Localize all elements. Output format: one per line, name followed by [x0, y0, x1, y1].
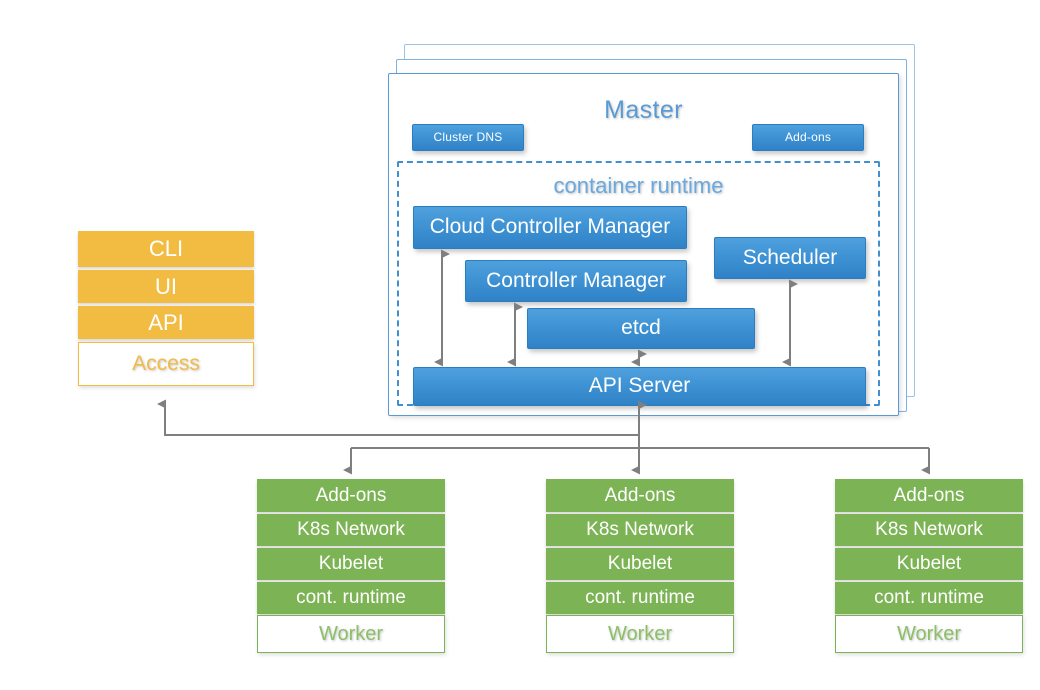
worker-2-bar-kubelet[interactable]: Kubelet	[546, 548, 734, 580]
worker-1-footer: Worker	[257, 615, 445, 653]
api-server-box[interactable]: API Server	[413, 367, 866, 406]
access-stack: CLI UI API Access	[78, 231, 254, 397]
master-add-ons-box[interactable]: Add-ons	[752, 124, 864, 151]
worker-node-1: Add-ons K8s Network Kubelet cont. runtim…	[257, 479, 445, 654]
worker-3-bar-kubelet-label: Kubelet	[896, 553, 962, 574]
cluster-dns-box[interactable]: Cluster DNS	[412, 124, 524, 151]
container-runtime-title: container runtime	[553, 173, 724, 198]
access-footer: Access	[78, 342, 254, 386]
controller-manager-box[interactable]: Controller Manager	[465, 260, 687, 302]
master-title: Master	[604, 96, 683, 124]
cluster-dns-label: Cluster DNS	[433, 130, 503, 145]
cloud-controller-manager-box[interactable]: Cloud Controller Manager	[413, 206, 687, 249]
master-panel[interactable]: Master Cluster DNS Add-ons container run…	[388, 73, 899, 416]
worker-3-bar-add-ons[interactable]: Add-ons	[835, 479, 1023, 512]
access-bar-api-label: API	[148, 309, 184, 335]
cloud-controller-manager-label: Cloud Controller Manager	[429, 215, 671, 239]
worker-3-bar-cont-runtime-label: cont. runtime	[874, 587, 984, 608]
worker-node-3: Add-ons K8s Network Kubelet cont. runtim…	[835, 479, 1023, 654]
worker-3-bar-add-ons-label: Add-ons	[893, 484, 965, 506]
worker-3-footer: Worker	[835, 615, 1023, 653]
worker-1-footer-label: Worker	[318, 622, 384, 645]
scheduler-box[interactable]: Scheduler	[714, 237, 866, 279]
worker-node-2: Add-ons K8s Network Kubelet cont. runtim…	[546, 479, 734, 654]
worker-2-bar-kubelet-label: Kubelet	[607, 553, 673, 574]
access-bar-api[interactable]: API	[78, 306, 254, 339]
scheduler-label: Scheduler	[742, 245, 838, 269]
worker-1-bar-k8s-network[interactable]: K8s Network	[257, 514, 445, 546]
worker-1-bar-add-ons-label: Add-ons	[315, 484, 387, 506]
access-bar-cli-label: CLI	[148, 236, 184, 261]
worker-1-bar-kubelet-label: Kubelet	[318, 553, 384, 574]
etcd-label: etcd	[621, 316, 661, 340]
worker-1-bar-add-ons[interactable]: Add-ons	[257, 479, 445, 512]
worker-bus	[343, 447, 930, 475]
worker-2-footer-label: Worker	[607, 622, 673, 645]
worker-3-footer-label: Worker	[896, 622, 962, 645]
access-bar-ui[interactable]: UI	[78, 270, 254, 303]
worker-3-bar-k8s-network[interactable]: K8s Network	[835, 514, 1023, 546]
worker-2-bar-k8s-network[interactable]: K8s Network	[546, 514, 734, 546]
api-server-label: API Server	[588, 374, 691, 398]
access-bar-ui-label: UI	[155, 273, 177, 299]
worker-2-bar-cont-runtime-label: cont. runtime	[585, 587, 695, 608]
master-add-ons-label: Add-ons	[784, 130, 832, 145]
etcd-box[interactable]: etcd	[527, 308, 755, 349]
access-footer-label: Access	[132, 352, 200, 375]
worker-3-bar-k8s-network-label: K8s Network	[875, 519, 983, 540]
controller-manager-label: Controller Manager	[486, 268, 666, 292]
access-bar-cli[interactable]: CLI	[78, 231, 254, 267]
worker-2-bar-cont-runtime[interactable]: cont. runtime	[546, 582, 734, 614]
worker-1-bar-kubelet[interactable]: Kubelet	[257, 548, 445, 580]
worker-2-bar-add-ons[interactable]: Add-ons	[546, 479, 734, 512]
worker-3-bar-kubelet[interactable]: Kubelet	[835, 548, 1023, 580]
worker-2-bar-k8s-network-label: K8s Network	[586, 519, 694, 540]
worker-3-bar-cont-runtime[interactable]: cont. runtime	[835, 582, 1023, 614]
worker-1-bar-cont-runtime-label: cont. runtime	[296, 587, 406, 608]
worker-1-bar-cont-runtime[interactable]: cont. runtime	[257, 582, 445, 614]
worker-2-footer: Worker	[546, 615, 734, 653]
worker-1-bar-k8s-network-label: K8s Network	[297, 519, 405, 540]
worker-2-bar-add-ons-label: Add-ons	[604, 484, 676, 506]
